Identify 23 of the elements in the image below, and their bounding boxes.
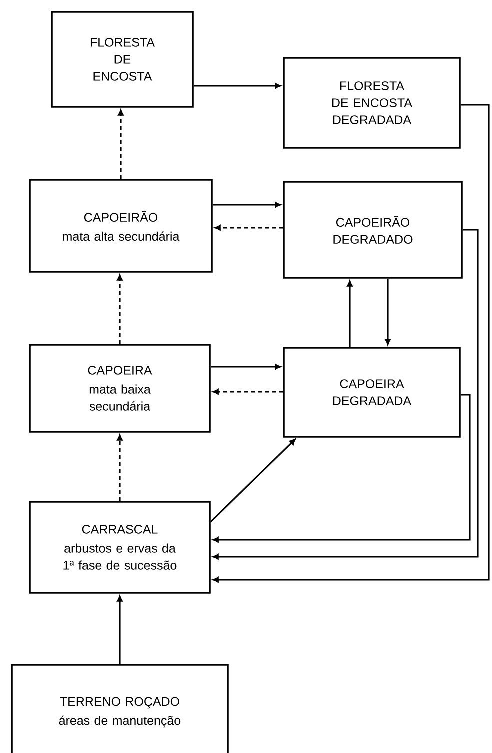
arrow xyxy=(212,229,479,560)
arrow xyxy=(117,596,123,664)
arrow xyxy=(117,274,123,344)
arrow xyxy=(385,278,391,346)
state-box: FLORESTA DE ENCOSTA xyxy=(51,11,194,108)
arrow xyxy=(212,202,282,208)
arrow xyxy=(210,439,296,523)
arrow xyxy=(347,280,353,348)
state-box: FLORESTA DE ENCOSTA DEGRADADA xyxy=(283,57,461,149)
arrow xyxy=(117,434,123,502)
state-box: CAPOEIRÃO DEGRADADO xyxy=(283,181,463,279)
state-box: TERRENO ROÇADO áreas de manutenção xyxy=(11,664,229,753)
arrow xyxy=(210,364,282,370)
arrow xyxy=(214,225,284,231)
arrow xyxy=(212,394,471,543)
arrow xyxy=(118,110,124,180)
state-box: CAPOEIRA mata baixa secundária xyxy=(29,344,211,433)
arrow xyxy=(194,83,282,89)
state-box: CAPOEIRÃO mata alta secundária xyxy=(29,179,213,273)
state-box: CAPOEIRA DEGRADADA xyxy=(283,347,461,438)
arrow xyxy=(212,389,284,395)
arrow xyxy=(212,104,490,583)
state-box: CARRASCAL arbustos e ervas da 1ª fase de sucessão xyxy=(29,501,211,594)
